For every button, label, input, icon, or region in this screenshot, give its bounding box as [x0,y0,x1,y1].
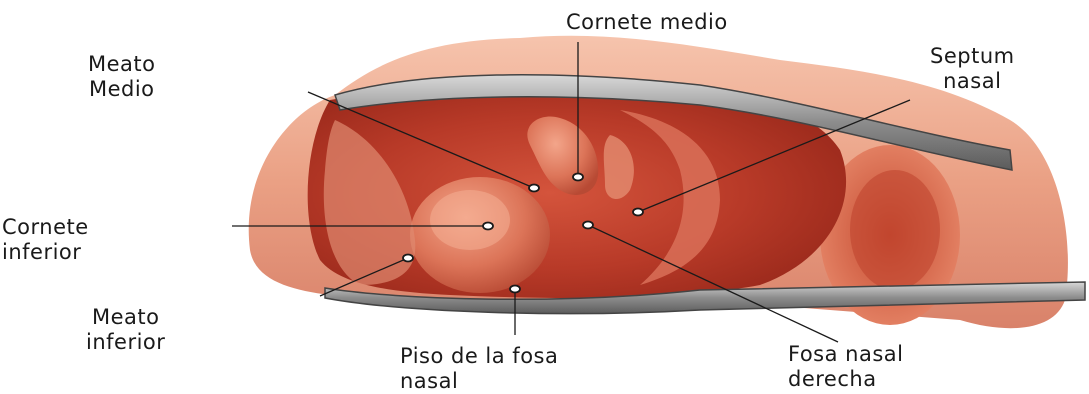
label-fosa-derecha-line2: derecha [788,367,904,392]
label-cornete-medio: Cornete medio [566,10,728,35]
label-septum-nasal: Septum nasal [930,44,1015,94]
label-cornete-inferior-line2: inferior [2,240,89,265]
dot-meato-medio [529,185,539,192]
dot-cornete-medio [573,174,583,181]
dot-fosa-derecha [583,222,593,229]
dot-piso-fosa [510,286,520,293]
dot-meato-inferior [403,255,413,262]
label-septum-nasal-line2: nasal [930,69,1015,94]
label-septum-nasal-line1: Septum [930,44,1015,69]
label-meato-medio: Meato Medio [88,52,156,102]
label-cornete-medio-line1: Cornete medio [566,10,728,35]
label-meato-inferior: Meato inferior [86,305,165,355]
dot-cornete-inferior [483,223,493,230]
label-fosa-derecha: Fosa nasal derecha [788,342,904,392]
label-meato-medio-line2: Medio [88,77,156,102]
label-piso-fosa-line1: Piso de la fosa [400,344,558,369]
label-meato-inferior-line1: Meato [86,305,165,330]
label-cornete-inferior-line1: Cornete [2,215,89,240]
label-piso-fosa-line2: nasal [400,369,558,394]
label-meato-medio-line1: Meato [88,52,156,77]
dot-septum [633,209,643,216]
label-fosa-derecha-line1: Fosa nasal [788,342,904,367]
label-cornete-inferior: Cornete inferior [2,215,89,265]
label-meato-inferior-line2: inferior [86,330,165,355]
label-piso-fosa: Piso de la fosa nasal [400,344,558,394]
